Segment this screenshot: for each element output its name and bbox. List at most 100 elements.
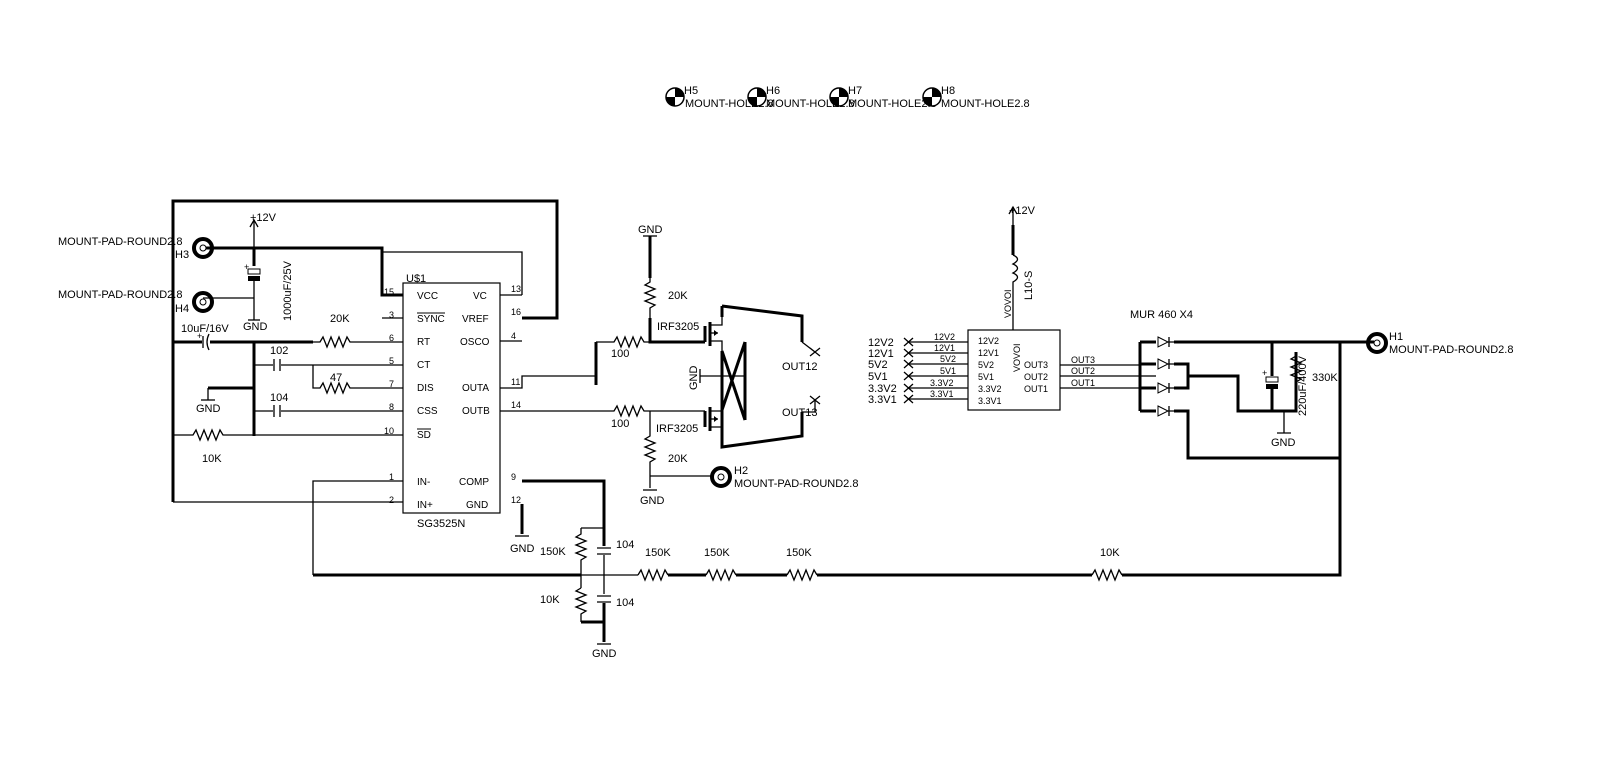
r-chain2-value: 150K [704,547,730,559]
power-12v-left: +12V [249,212,277,248]
transformer-inputs: 12V2 12V1 5V2 5V1 3.3V2 3.3V1 12V2 12V1 … [868,332,968,406]
svg-text:12V1: 12V1 [934,343,955,353]
svg-text:15: 15 [384,287,394,297]
pin-inminus: IN- [417,477,430,488]
resistor-r-chain2: 150K [704,547,737,582]
h2-value: MOUNT-PAD-ROUND2.8 [734,478,858,490]
pin-comp: COMP [459,477,489,488]
mosfet-q2: IRF3205 [656,400,723,447]
h6-ref: H6 [766,85,780,97]
r-chain3-value: 150K [786,547,812,559]
r-pd1-value: 20K [668,290,688,302]
vcc-right-label: +12V [1009,205,1036,217]
svg-text:5V2: 5V2 [940,354,956,364]
mount-pad-h4: MOUNT-PAD-ROUND2.8 H4 [58,289,214,315]
wire-drain2 [720,351,804,449]
gnd-ic-label: GND [510,543,535,555]
mosfet-q1: IRF3205 [657,317,723,351]
r-gate2-value: 100 [611,418,629,430]
pin-vc: VC [473,291,487,302]
svg-text:13: 13 [511,284,521,294]
r-sd-value: 10K [202,453,222,465]
inductor-value: L10-S [1023,271,1035,300]
c-css-value: 104 [270,392,288,404]
pin-outa: OUTA [462,383,489,394]
wire-vref-loop [171,199,559,502]
svg-text:OUT2: OUT2 [1071,366,1095,376]
mount-pad-h2: H2 MOUNT-PAD-ROUND2.8 [710,465,858,490]
capacitor-c-ct: 102 [254,345,403,371]
svg-text:5V1: 5V1 [978,372,994,382]
r-dis-value: 47 [330,372,342,384]
svg-text:+: + [197,331,202,341]
gnd-symbol-mosfet-bottom: GND [640,489,665,507]
gnd-symbol-timing: GND [196,388,221,415]
h5-ref: H5 [684,85,698,97]
wire-cross2 [720,350,747,421]
transformer-outputs: OUT3 OUT2 OUT1 [1060,355,1140,389]
pin-dis: DIS [417,383,434,394]
r-bleed-value: 330K [1312,372,1338,384]
wire-vcc [203,246,403,297]
wire-drain1 [721,304,804,342]
diodes-label: MUR 460 X4 [1130,309,1193,321]
resistor-r-bleed: 330K [1289,352,1338,411]
wire-vc [382,251,523,295]
wire-bridge-mid [1174,364,1190,390]
svg-text:9: 9 [511,472,516,482]
pin-rt: RT [417,337,430,348]
mosfet1-part: IRF3205 [657,321,699,333]
svg-text:12V2: 12V2 [978,336,999,346]
gnd-symbol-mosfet-top: GND [638,224,663,237]
transformer-ref: VOVOI [1012,343,1022,372]
svg-text:10: 10 [384,426,394,436]
capacitor-c-sync: + 10uF/16V [173,323,313,351]
h3-value: MOUNT-PAD-ROUND2.8 [58,236,182,248]
pin-inplus: IN+ [417,500,433,511]
svg-text:16: 16 [511,307,521,317]
r-chain1-value: 150K [645,547,671,559]
gnd-mos-top-label: GND [638,224,663,236]
resistor-r-fb2: 10K [540,587,588,622]
svg-text:3: 3 [389,310,394,320]
resistor-r-chain3: 150K [786,547,818,582]
pin-ct: CT [417,360,430,371]
c-fb2-value: 104 [616,597,634,609]
h4-ref: H4 [175,303,189,315]
wire-inminus [312,480,403,575]
c-ct-value: 102 [270,345,288,357]
pin-vcc: VCC [417,291,438,302]
capacitor-c-fb1: 104 [597,539,634,555]
transformer-block: VOVOI 12V2 12V1 5V2 5V1 3.3V2 3.3V1 OUT3… [967,329,1061,411]
svg-text:5: 5 [389,356,394,366]
ic1-ref: U$1 [406,273,426,285]
capacitor-c-bulk: + GND 1000uF/25V [243,260,294,333]
gnd-symbol-center: GND [688,366,745,390]
h7-value: MOUNT-HOLE2.8 [848,98,937,110]
capacitor-c-fb2: 104 [597,595,634,609]
svg-text:12: 12 [511,495,521,505]
svg-text:3.3V2: 3.3V2 [930,378,954,388]
pin-outb: OUTB [462,406,490,417]
svg-text:3.3V1: 3.3V1 [978,396,1002,406]
svg-text:3.3V2: 3.3V2 [868,383,897,395]
resistor-r-gate2: 100 [604,404,705,430]
r-chain4-value: 10K [1100,547,1120,559]
out13-label: OUT13 [782,407,817,419]
wire-bridge-bottom [1174,409,1342,575]
mosfet2-part: IRF3205 [656,423,698,435]
svg-text:OUT3: OUT3 [1071,355,1095,365]
gnd-symbol-ic: GND [510,504,535,555]
svg-text:5V2: 5V2 [868,359,888,371]
gnd-fb-label: GND [592,648,617,660]
pin-gnd: GND [466,500,488,511]
pin-vref: VREF [462,314,489,325]
h1-value: MOUNT-PAD-ROUND2.8 [1389,344,1513,356]
diode-d4 [1157,405,1174,417]
svg-text:OUT2: OUT2 [1024,372,1048,382]
resistor-r-rt: 20K [313,313,403,349]
svg-text:4: 4 [511,331,516,341]
svg-text:OUT1: OUT1 [1071,378,1095,388]
output-out12: OUT12 [782,341,821,373]
